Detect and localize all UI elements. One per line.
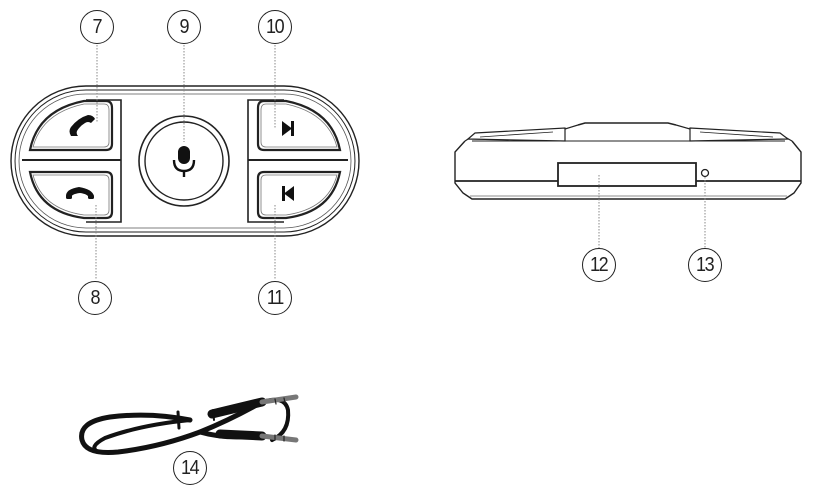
label-12: 12 — [582, 248, 616, 282]
label-7: 7 — [80, 10, 114, 44]
next-track-icon — [282, 121, 294, 136]
label-11: 11 — [258, 281, 292, 315]
label-13: 13 — [688, 248, 722, 282]
label-13-text: 13 — [696, 253, 715, 276]
phone-answer-icon — [69, 115, 95, 136]
front-view — [10, 85, 360, 237]
side-view — [454, 122, 802, 200]
label-10: 10 — [258, 10, 292, 44]
next-track-button[interactable] — [256, 99, 342, 152]
microphone-icon — [172, 146, 196, 177]
aux-cable — [79, 394, 299, 455]
label-8: 8 — [78, 281, 112, 315]
indicator-hole — [700, 168, 710, 178]
label-12-text: 12 — [590, 253, 609, 276]
leader-lines-side — [598, 175, 706, 248]
label-7-text: 7 — [92, 15, 103, 38]
label-9-text: 9 — [179, 15, 190, 38]
label-14: 14 — [173, 451, 207, 485]
label-14-text: 14 — [181, 456, 200, 479]
side-slot[interactable] — [557, 162, 697, 187]
label-11-text: 11 — [266, 286, 284, 309]
leader-lines-front — [95, 45, 276, 280]
phone-hangup-icon — [66, 187, 94, 199]
previous-track-icon — [282, 186, 294, 201]
label-10-text: 10 — [266, 15, 285, 38]
label-9: 9 — [167, 10, 201, 44]
previous-track-button[interactable] — [256, 170, 342, 220]
answer-call-button[interactable] — [28, 99, 114, 152]
label-8-text: 8 — [90, 286, 101, 309]
